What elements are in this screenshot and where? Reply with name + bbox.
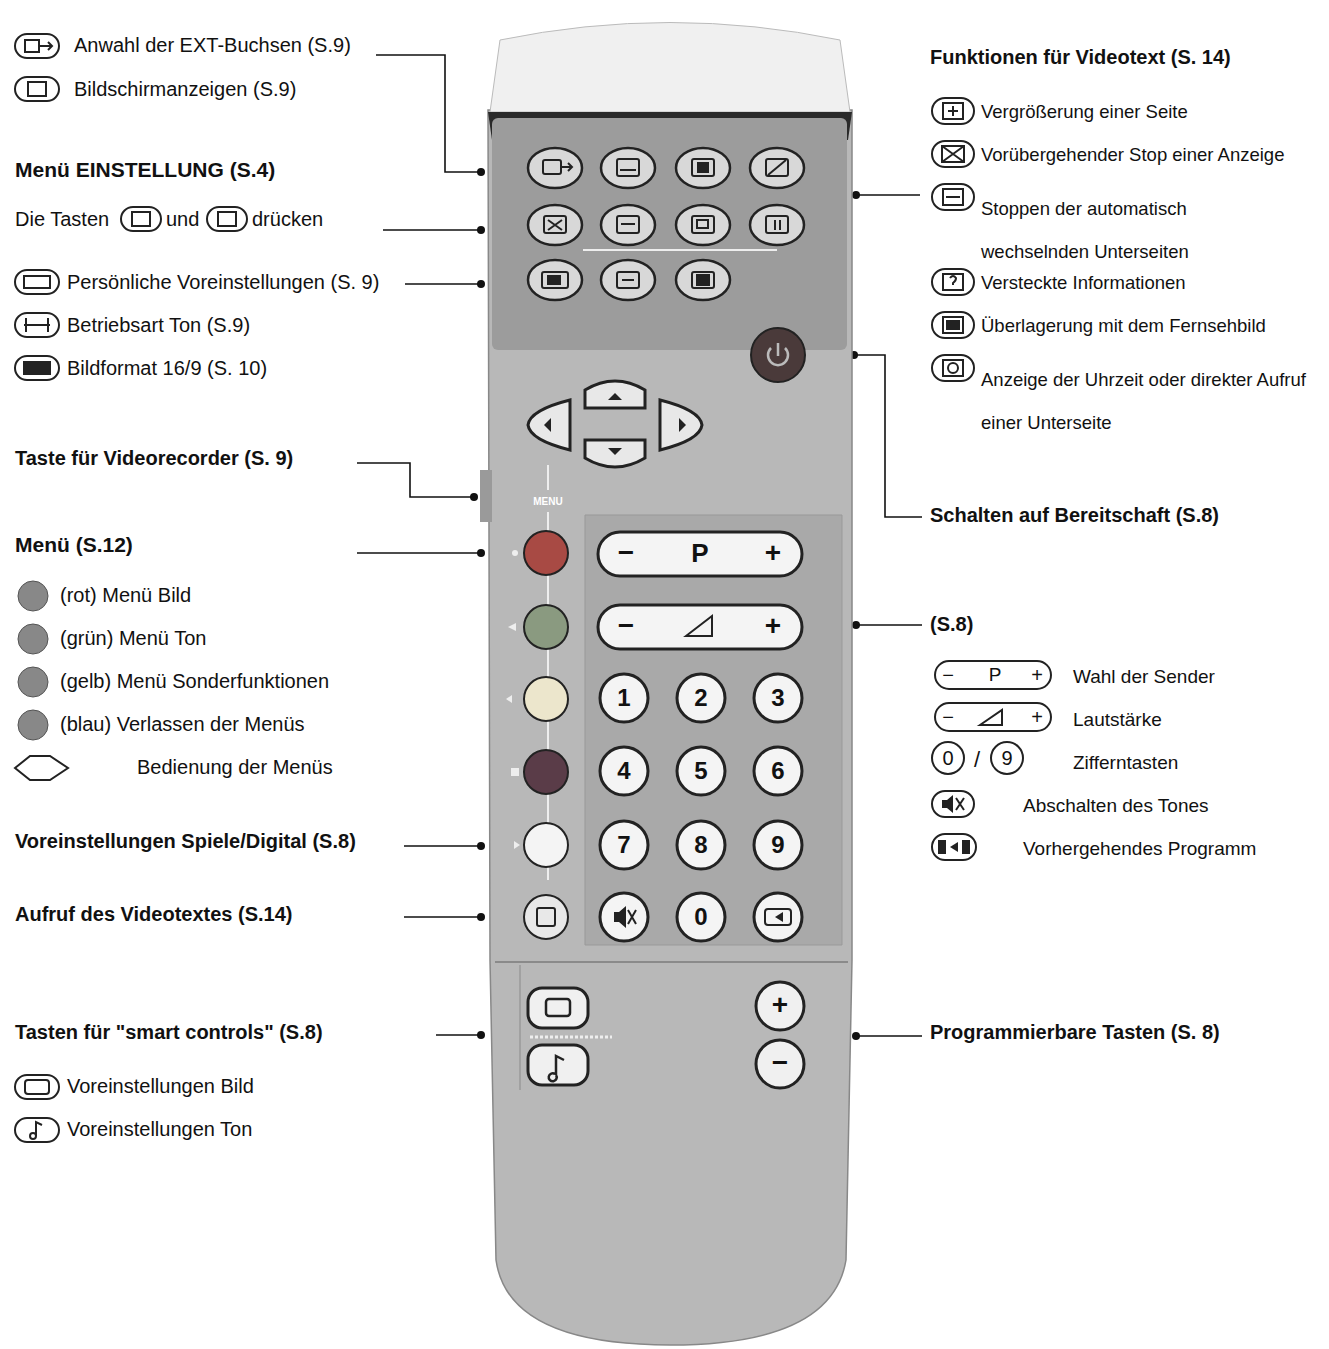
callout-text: (grün) Menü Ton	[60, 627, 206, 650]
callout-text: Taste für Videorecorder (S. 9)	[15, 447, 293, 470]
callout-text: Schalten auf Bereitschaft (S.8)	[930, 504, 1219, 527]
callout-text: Versteckte Informationen	[981, 272, 1186, 293]
button-label: 9	[1001, 747, 1012, 770]
button-label: +	[765, 610, 781, 642]
callout-text: Abschalten des Tones	[1023, 795, 1209, 817]
button-label: /	[974, 747, 980, 772]
callout-text: Tasten für "smart controls" (S.8)	[15, 1021, 323, 1044]
button-label: 0	[942, 747, 953, 770]
callout-text: Bildschirmanzeigen (S.9)	[74, 78, 296, 101]
button-label: 9	[771, 831, 784, 859]
callout-text: Voreinstellungen Bild	[67, 1075, 254, 1098]
button-label: P	[691, 539, 708, 569]
callout-text: Die Tasten	[15, 208, 109, 231]
button-label: −	[942, 706, 954, 729]
callout-text: Persönliche Voreinstellungen (S. 9)	[67, 271, 379, 294]
button-label: P	[989, 664, 1002, 686]
button-label: +	[1031, 706, 1043, 729]
callout-text: und	[166, 208, 199, 231]
callout-text: Überlagerung mit dem Fernsehbild	[981, 315, 1266, 336]
callout-text: Vergrößerung einer Seite	[981, 101, 1188, 122]
button-label: 6	[771, 757, 784, 785]
button-label: −	[618, 537, 634, 569]
callout-text: Funktionen für Videotext (S. 14)	[930, 46, 1231, 69]
callout-text: Voreinstellungen Ton	[67, 1118, 252, 1141]
button-label: 2	[694, 684, 707, 712]
button-label: MENU	[533, 496, 562, 508]
callout-text: Programmierbare Tasten (S. 8)	[930, 1021, 1220, 1044]
button-label: +	[772, 989, 788, 1021]
callout-text: Bedienung der Menüs	[137, 756, 333, 779]
callout-text: Voreinstellungen Spiele/Digital (S.8)	[15, 830, 387, 853]
callout-text: Aufruf des Videotextes (S.14)	[15, 903, 292, 926]
callout-text: Zifferntasten	[1073, 752, 1178, 774]
callout-text: drücken	[252, 208, 323, 231]
button-label: 5	[694, 757, 707, 785]
callout-text: Wahl der Sender	[1073, 666, 1215, 688]
callout-text: Betriebsart Ton (S.9)	[67, 314, 250, 337]
button-label: 1	[617, 684, 630, 712]
button-label: 3	[771, 684, 784, 712]
button-label: +	[1031, 664, 1043, 687]
button-label: −	[618, 610, 634, 642]
callout-text: Bildformat 16/9 (S. 10)	[67, 357, 267, 380]
callout-text: Menü (S.12)	[15, 533, 133, 557]
button-label: 0	[694, 903, 707, 931]
button-label: −	[772, 1047, 788, 1079]
callout-text: Lautstärke	[1073, 709, 1162, 731]
callout-text: Anwahl der EXT-Buchsen (S.9)	[74, 34, 351, 57]
callout-text: Vorübergehender Stop einer Anzeige	[981, 144, 1284, 165]
callout-text: Menü EINSTELLUNG (S.4)	[15, 158, 275, 182]
callout-text: Stoppen der automatisch wechselnden Unte…	[981, 187, 1231, 273]
button-label: +	[765, 537, 781, 569]
button-label: −	[942, 664, 954, 687]
button-label: 7	[617, 831, 630, 859]
callout-text: Anzeige der Uhrzeit oder direkter Aufruf…	[981, 358, 1311, 444]
button-label: 4	[617, 757, 630, 785]
callout-text: (gelb) Menü Sonderfunktionen	[60, 670, 329, 693]
callout-text: (S.8)	[930, 613, 973, 636]
callout-text: Vorhergehendes Programm	[1023, 838, 1256, 860]
callout-text: (blau) Verlassen der Menüs	[60, 713, 305, 736]
button-label: 8	[694, 831, 707, 859]
callout-text: (rot) Menü Bild	[60, 584, 191, 607]
